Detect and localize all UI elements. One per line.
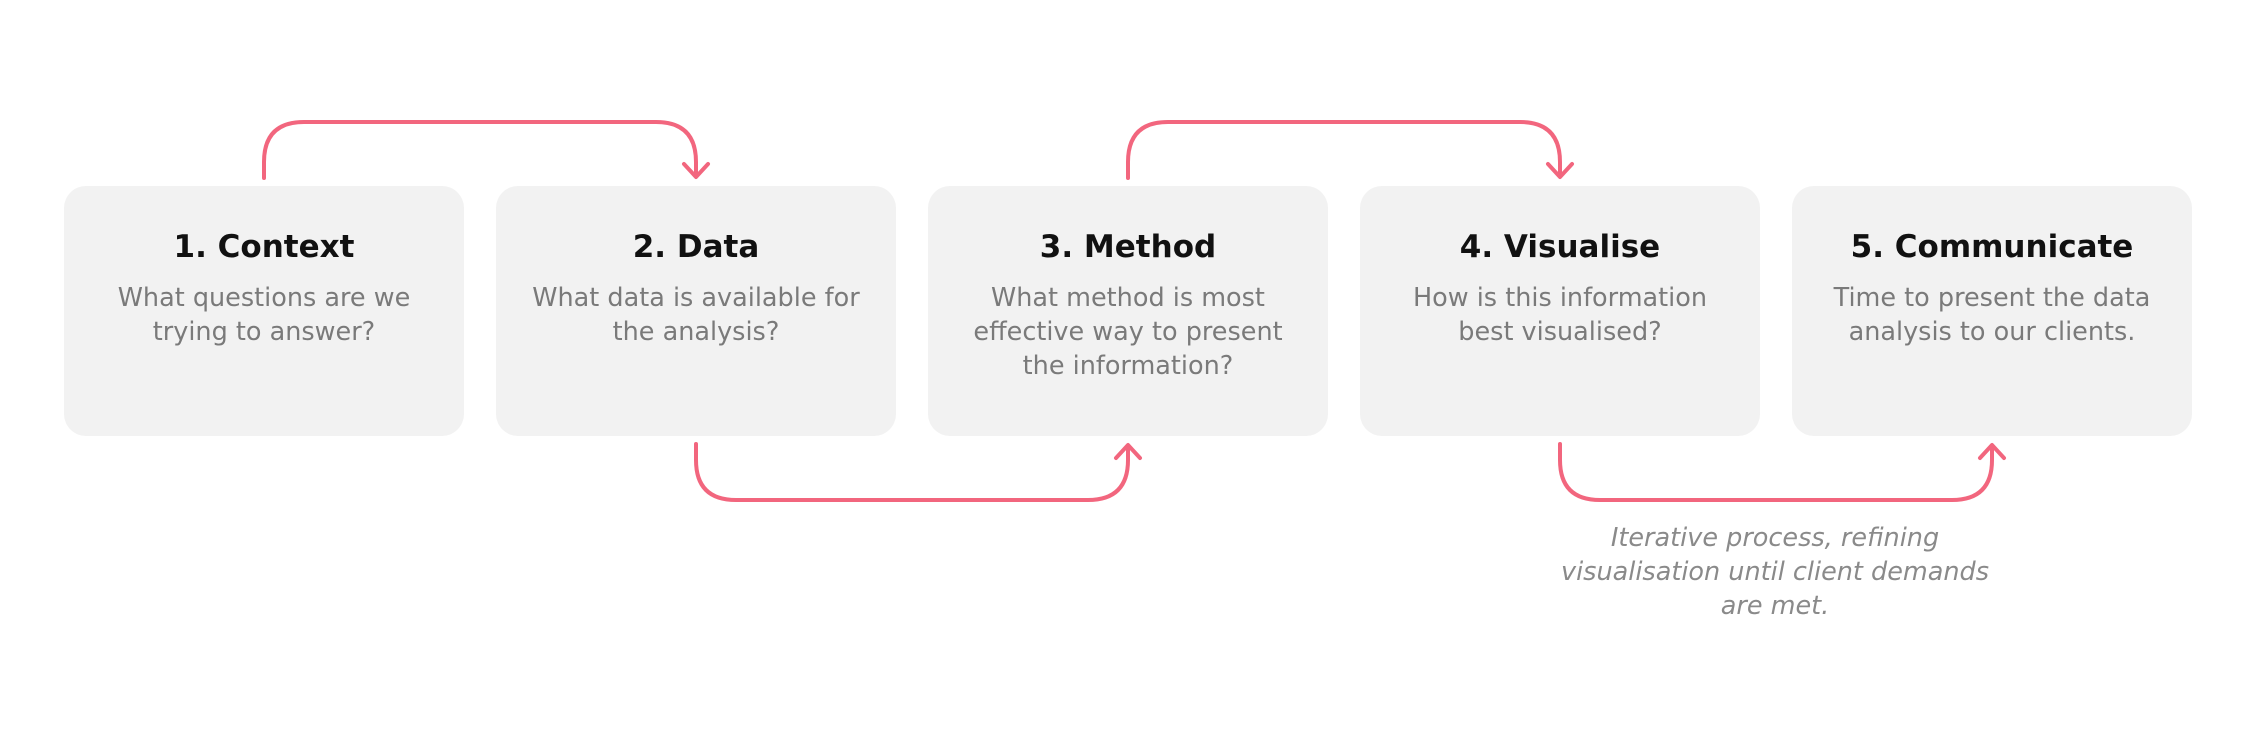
- step-title: 5. Communicate: [1850, 229, 2134, 265]
- iteration-note: Iterative process, refining visualisatio…: [1561, 523, 1989, 621]
- step-title: 4. Visualise: [1459, 229, 1661, 265]
- arrow-context-to-data: [262, 120, 710, 180]
- step-title: 1. Context: [173, 229, 355, 265]
- arrow-method-to-visualise: [1126, 120, 1574, 180]
- step-title: 2. Data: [632, 229, 760, 265]
- step-card-context: 1. Context What questions are we trying …: [64, 186, 464, 436]
- arrow-visualise-to-communicate: [1558, 442, 2006, 502]
- step-description: What questions are we trying to answer?: [117, 283, 411, 347]
- step-description: What data is available for the analysis?: [532, 283, 860, 347]
- step-description: What method is most effective way to pre…: [973, 283, 1283, 381]
- step-title: 3. Method: [1039, 229, 1217, 265]
- step-description: How is this information best visualised?: [1412, 283, 1708, 347]
- step-card-visualise: 4. Visualise How is this information bes…: [1360, 186, 1760, 436]
- step-card-method: 3. Method What method is most effective …: [928, 186, 1328, 436]
- arrow-data-to-method: [694, 442, 1142, 502]
- step-card-data: 2. Data What data is available for the a…: [496, 186, 896, 436]
- step-description: Time to present the data analysis to our…: [1833, 283, 2151, 347]
- step-card-communicate: 5. Communicate Time to present the data …: [1792, 186, 2192, 436]
